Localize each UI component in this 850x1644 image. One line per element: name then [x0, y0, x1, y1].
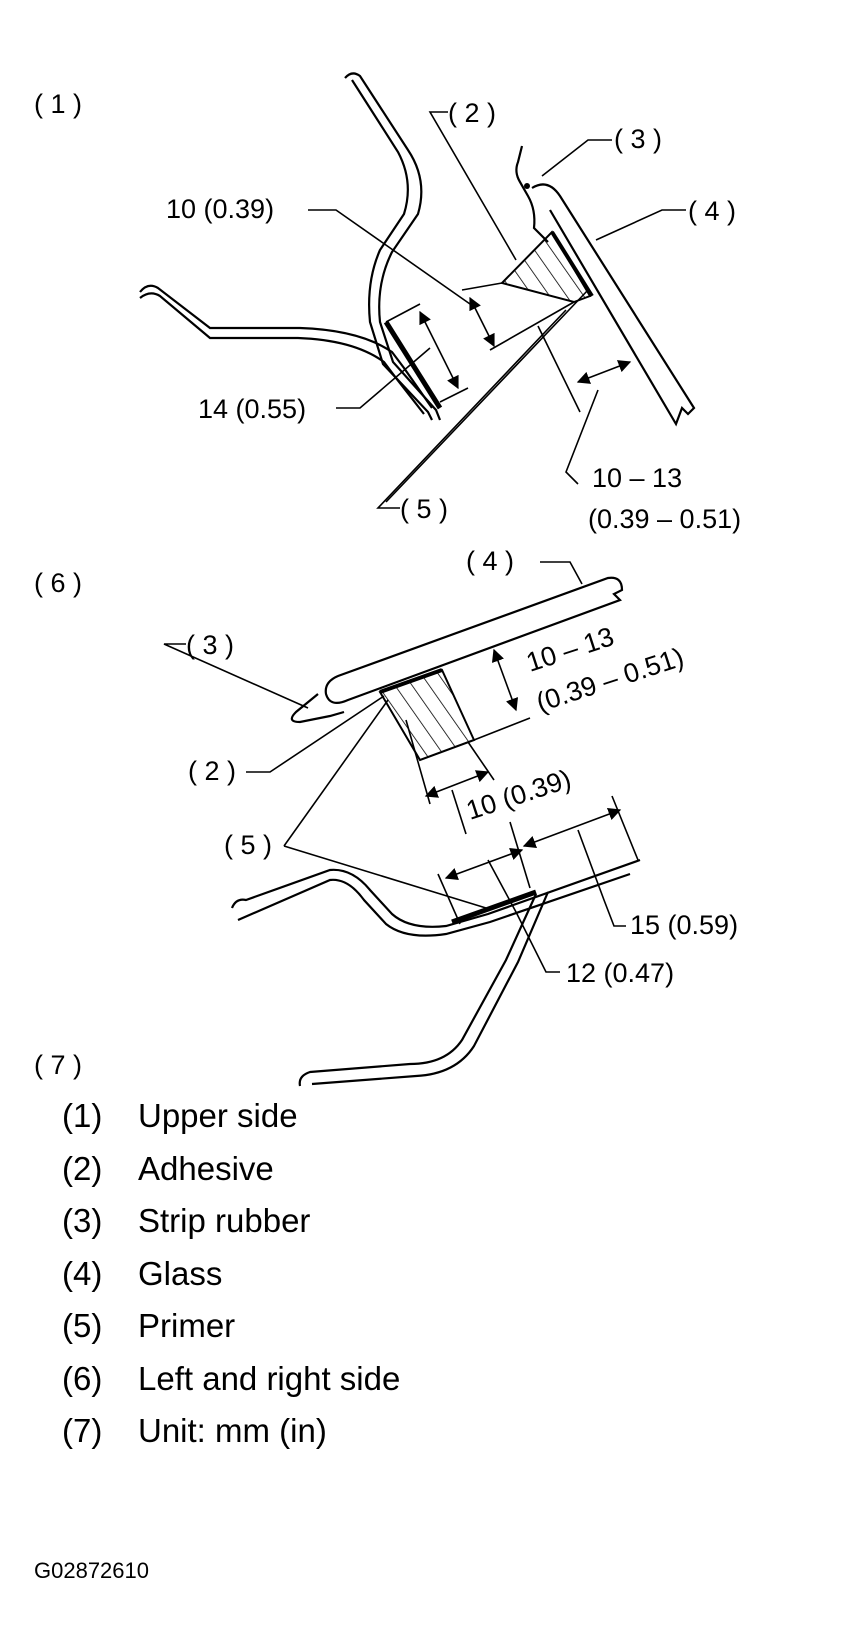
legend-key: (5): [62, 1307, 103, 1344]
side-view: ( 6 ) 10 – 13 (0.39 – 0.51) 10 (0.39): [34, 546, 738, 1087]
side-dim-12-leader: [487, 859, 560, 973]
side-lower-member: [298, 893, 538, 1087]
side-callout-4: ( 4 ): [466, 546, 514, 576]
upper-adhesive-bead: [500, 230, 592, 304]
upper-dim-gap-leader: [565, 389, 599, 485]
legend-key: (3): [62, 1202, 103, 1239]
upper-callout-3: ( 3 ): [614, 124, 662, 154]
side-dim-ext-b: [611, 795, 639, 861]
side-lower-member-inner: [311, 891, 550, 1086]
upper-dim-gap-arrow: [576, 360, 632, 384]
legend-text: Strip rubber: [138, 1202, 311, 1239]
side-callout-2: ( 2 ): [188, 756, 236, 786]
side-body-panel: [230, 858, 641, 928]
upper-callout-2: ( 2 ): [448, 98, 496, 128]
upper-callout-5-leader-b: [385, 289, 589, 503]
side-strip-rubber: [290, 693, 345, 724]
legend-key: (7): [62, 1412, 103, 1449]
figure-code: G02872610: [34, 1558, 149, 1583]
side-dim-10-ext2: [467, 741, 495, 781]
upper-lower-panel: [139, 284, 433, 409]
side-dim-12-label: 12 (0.47): [566, 958, 674, 988]
upper-callout-4-leader: [595, 209, 686, 241]
upper-primer-strip: [383, 320, 443, 410]
side-primer-strip: [451, 889, 537, 925]
side-callout-2-leader: [246, 695, 385, 773]
upper-dim-14-leader: [336, 347, 431, 409]
unit-ref-label: ( 7 ): [34, 1050, 82, 1080]
legend-item: (5) Primer: [62, 1300, 400, 1353]
upper-view-title: ( 1 ): [34, 89, 82, 119]
side-dim-12-arrow: [444, 847, 524, 881]
upper-dim-10-label: 10 (0.39): [166, 194, 274, 224]
upper-dim-gap-label2: (0.39 – 0.51): [588, 504, 741, 534]
side-adhesive-primer: [379, 668, 443, 694]
upper-dim-14-arrow: [419, 310, 459, 390]
side-callout-5: ( 5 ): [224, 830, 272, 860]
side-dim-15-arrow: [522, 808, 622, 848]
upper-adhesive-primer: [550, 230, 594, 298]
upper-dim-14-ext2: [439, 387, 469, 403]
side-dim-10-ext1: [405, 719, 431, 805]
legend-text: Glass: [138, 1254, 223, 1292]
upper-lower-panel-inner: [139, 292, 425, 415]
legend-key: (1): [62, 1097, 103, 1134]
side-dim-gap-arrow: [491, 648, 519, 712]
upper-dim-10-arrow: [469, 296, 495, 348]
side-callout-3-leader: [163, 643, 309, 709]
legend-item: (2) Adhesive: [62, 1143, 400, 1196]
upper-body-panel-inner: [351, 79, 433, 421]
side-glass: [324, 576, 624, 705]
side-callout-3: ( 3 ): [186, 630, 234, 660]
legend-key: (4): [62, 1254, 103, 1292]
upper-dim-14-label: 14 (0.55): [198, 394, 306, 424]
legend-key: (2): [62, 1149, 103, 1187]
upper-side-view: ( 1 ) 14 (0.55) 10 (0.39) 10 –: [34, 72, 741, 534]
side-dim-10-arrow: [424, 770, 490, 798]
side-callout-5-leader-a: [283, 699, 389, 847]
side-dim-10-label: 10 (0.39): [463, 764, 575, 826]
side-dim-ext-c: [509, 821, 531, 889]
legend-item: (1) Upper side: [62, 1090, 400, 1143]
side-dim-10-leader: [451, 789, 467, 835]
side-callout-4-leader: [540, 561, 583, 585]
side-callout-5-leader-b: [283, 845, 487, 909]
upper-dim-gap-label1: 10 – 13: [592, 463, 682, 493]
legend-item: (6) Left and right side: [62, 1353, 400, 1406]
legend: (1) Upper side (2) Adhesive (3) Strip rubbe…: [62, 1090, 400, 1458]
upper-glass: [531, 183, 696, 427]
legend-item: (3) Strip rubber: [62, 1195, 400, 1248]
legend-item: (7) Unit: mm (in): [62, 1405, 400, 1458]
upper-callout-3-leader: [541, 139, 612, 177]
upper-callout-5: ( 5 ): [400, 494, 448, 524]
side-dim-gap-ext: [473, 717, 531, 741]
side-body-panel-inner: [237, 872, 631, 937]
upper-dim-10-ext1: [461, 282, 503, 291]
upper-dim-10-leader: [308, 209, 471, 305]
legend-text: Adhesive: [138, 1149, 274, 1187]
legend-text: Upper side: [138, 1097, 298, 1134]
upper-dim-14-ext1: [385, 303, 421, 323]
side-dim-ext-a: [437, 873, 461, 925]
legend-text: Primer: [138, 1307, 236, 1344]
side-view-title: ( 6 ): [34, 568, 82, 598]
side-dim-15-leader: [577, 829, 626, 927]
upper-callout-5-leader-a: [376, 309, 567, 509]
legend-key: (6): [62, 1359, 103, 1397]
upper-dim-gap-ext: [537, 325, 581, 413]
upper-callout-2-leader: [428, 111, 517, 261]
upper-body-panel: [344, 72, 442, 421]
upper-dim-10-ext2: [489, 301, 575, 351]
upper-strip-rubber-tip: [524, 183, 530, 189]
legend-text: Left and right side: [138, 1359, 401, 1397]
legend-text: Unit: mm (in): [138, 1412, 327, 1449]
legend-item: (4) Glass: [62, 1248, 400, 1301]
side-dim-15-label: 15 (0.59): [630, 910, 738, 940]
upper-callout-4: ( 4 ): [688, 196, 736, 226]
upper-strip-rubber: [515, 145, 549, 243]
